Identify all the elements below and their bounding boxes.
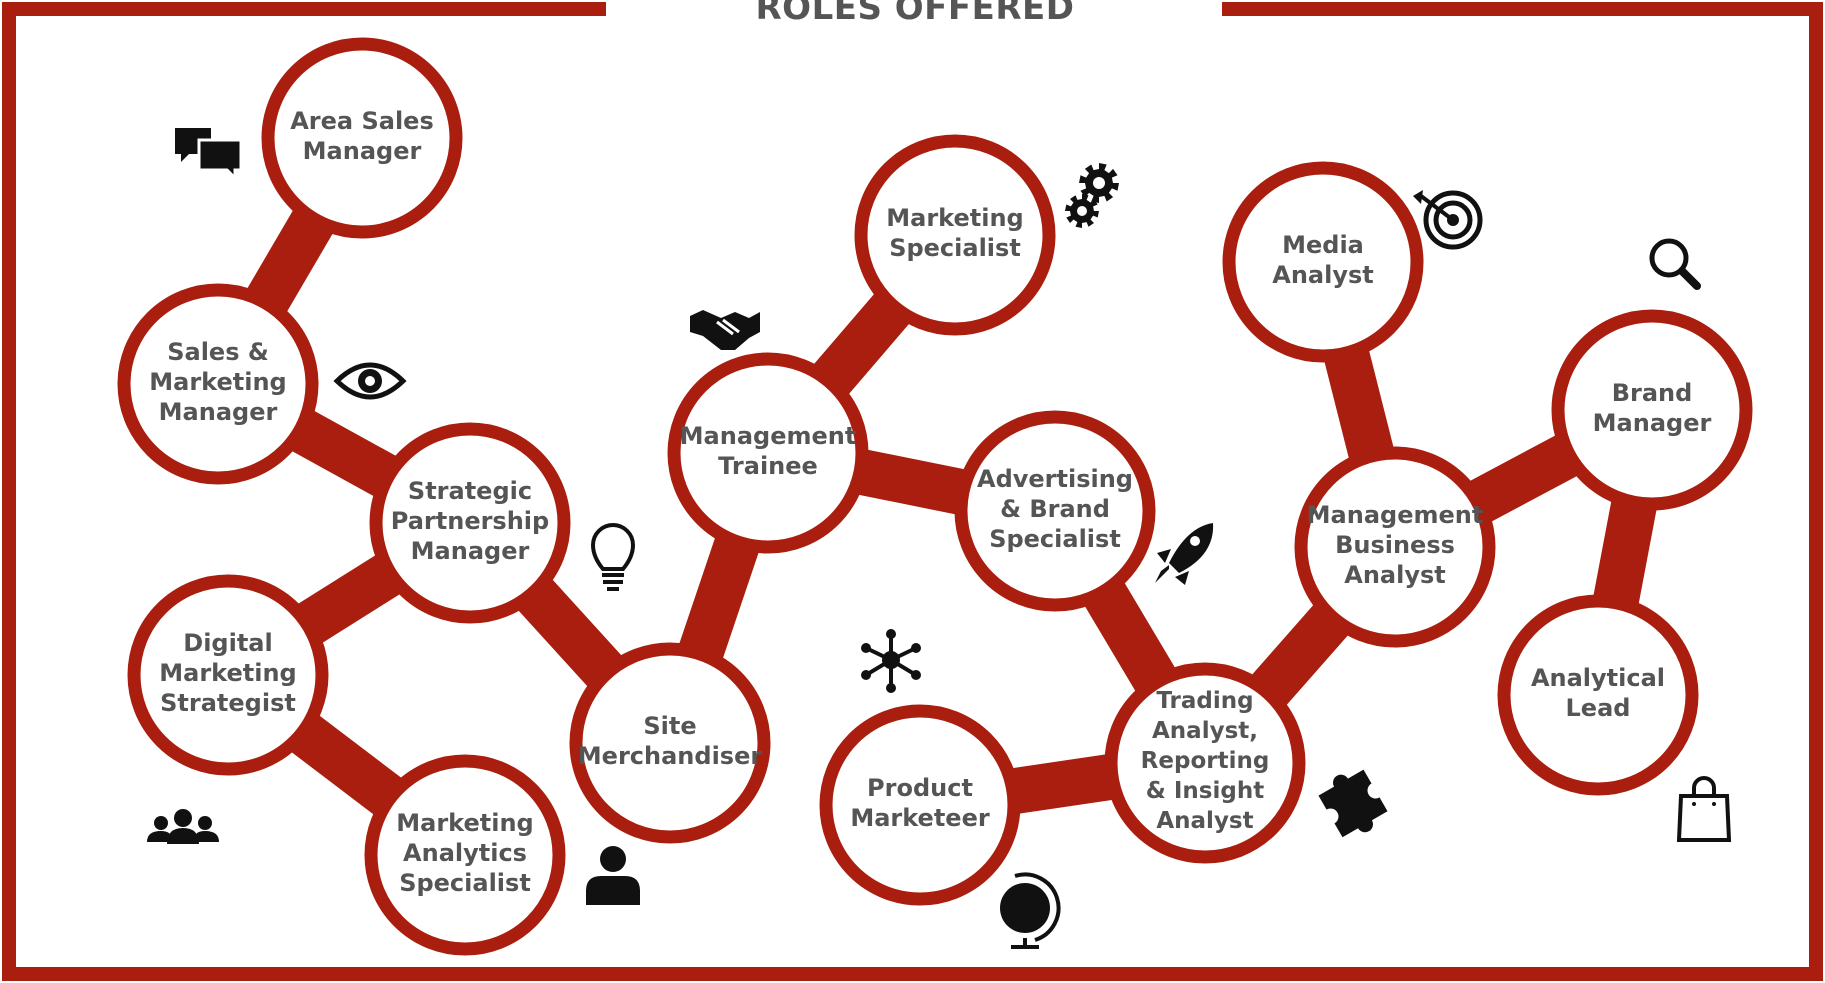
role-node-trading-analyst (1104, 662, 1306, 864)
role-node-strategic-partnership (369, 422, 571, 624)
role-label-advertising-brand: Advertising & Brand Specialist (977, 465, 1133, 553)
role-node-management-business (1294, 446, 1496, 648)
role-label-brand-manager: Brand Manager (1592, 379, 1712, 437)
role-node-site-merchandiser (569, 642, 771, 844)
person-icon (586, 846, 640, 905)
shopping-bag-icon (1676, 776, 1732, 842)
role-label-strategic-partnership: Strategic Partnership Manager (390, 477, 550, 565)
rocket-icon (1155, 523, 1214, 585)
role-label-marketing-analytics: Marketing Analytics Specialist (396, 809, 534, 897)
role-node-brand-manager (1551, 309, 1753, 511)
puzzle-icon (1318, 769, 1388, 838)
role-node-media-analyst (1222, 161, 1424, 363)
role-node-sales-marketing (117, 283, 319, 485)
lightbulb-icon (590, 523, 636, 591)
people-group-icon (147, 809, 219, 844)
role-node-analytical-lead (1497, 594, 1699, 796)
role-label-digital-marketing: Digital Marketing Strategist (159, 629, 297, 717)
handshake-icon (690, 310, 760, 350)
role-label-sales-marketing: Sales & Marketing Manager (149, 338, 287, 426)
frame-title: ROLES OFFERED (755, 0, 1075, 28)
role-label-management-business: Management Business Analyst (1306, 501, 1484, 589)
gears-icon (1065, 163, 1119, 228)
target-icon (1413, 190, 1483, 250)
role-label-trading-analyst: Trading Analyst, Reporting & Insight Ana… (1140, 688, 1270, 834)
role-label-area-sales: Area Sales Manager (290, 107, 434, 165)
role-label-marketing-specialist: Marketing Specialist (886, 204, 1024, 262)
role-node-advertising-brand (954, 410, 1156, 612)
role-label-management-trainee: Management Trainee (679, 422, 857, 480)
magnifier-icon (1649, 238, 1701, 290)
role-label-media-analyst: Media Analyst (1272, 231, 1374, 289)
eye-icon (333, 362, 407, 400)
node-layer (117, 37, 1753, 956)
role-node-area-sales (261, 37, 463, 239)
chat-bubbles-icon (175, 128, 243, 182)
role-label-site-merchandiser: Site Merchandiser (577, 712, 763, 770)
role-label-analytical-lead: Analytical Lead (1530, 664, 1666, 722)
role-node-management-trainee (667, 352, 869, 554)
network-icon (861, 629, 921, 693)
role-node-product-marketeer (819, 704, 1021, 906)
icon-layer (147, 128, 1732, 949)
role-node-digital-marketing (127, 574, 329, 776)
globe-icon (1000, 872, 1061, 949)
role-node-marketing-analytics (364, 754, 566, 956)
role-label-product-marketeer: Product Marketeer (850, 774, 990, 832)
role-node-marketing-specialist (854, 134, 1056, 336)
